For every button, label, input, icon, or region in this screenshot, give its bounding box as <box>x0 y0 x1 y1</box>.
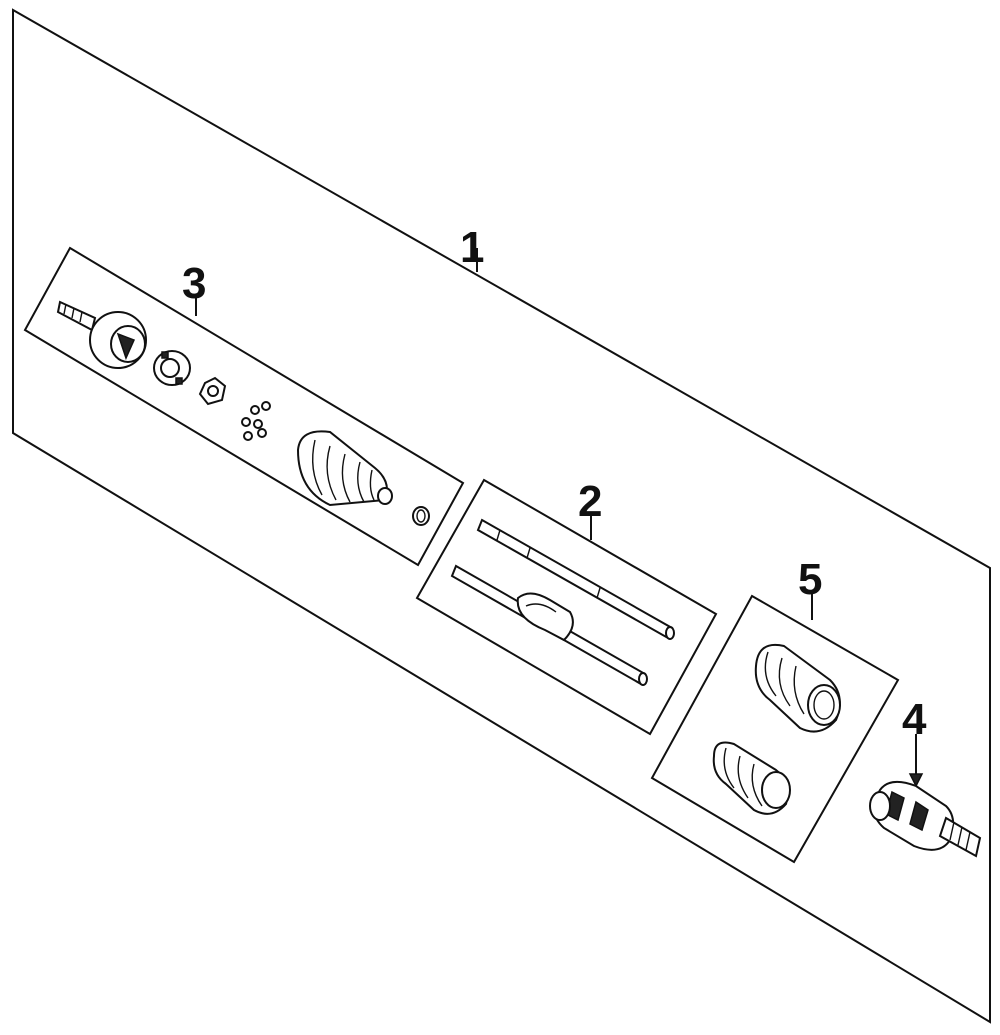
cv-balls <box>241 401 271 441</box>
tripod-housing <box>869 780 982 858</box>
intermediate-shaft <box>450 564 648 686</box>
callout-1-label: 1 <box>460 223 484 272</box>
boot-kit-panel <box>650 594 900 864</box>
shaft-kit-panel <box>415 478 718 736</box>
callout-3-label: 3 <box>182 259 206 308</box>
callout-4-label: 4 <box>902 695 927 744</box>
cv-cage <box>153 350 191 386</box>
outer-boot <box>296 430 393 507</box>
axle-shaft <box>476 518 675 640</box>
inner-race <box>198 376 227 406</box>
outer-joint-kit-panel <box>23 246 465 567</box>
boot-clamp <box>412 506 430 526</box>
outer-boot-small <box>712 741 791 815</box>
outer-cv-joint <box>56 300 147 369</box>
callout-4-arrowhead <box>908 773 924 788</box>
axle-assembly-panel <box>12 8 991 1024</box>
inner-boot <box>754 644 841 733</box>
callout-5-label: 5 <box>798 555 822 604</box>
